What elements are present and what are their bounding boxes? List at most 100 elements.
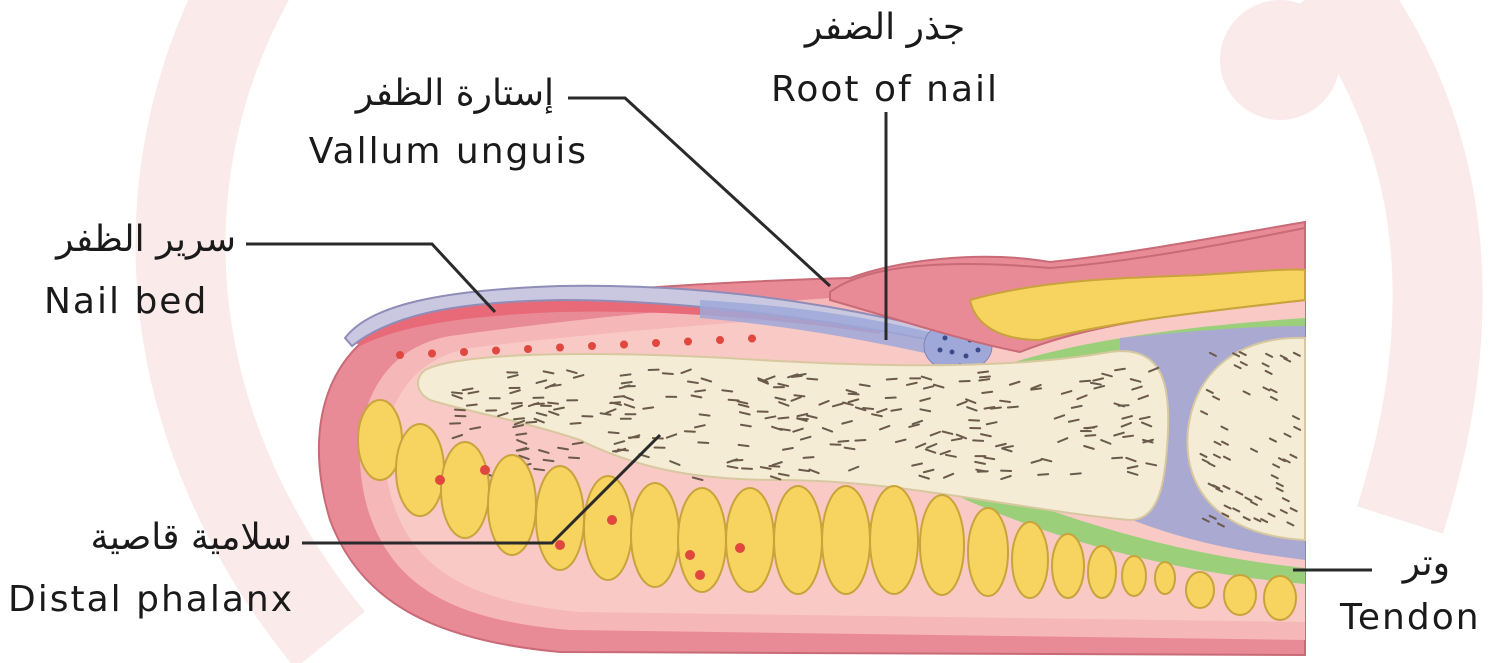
bone-speckle: [548, 403, 558, 404]
bone-speckle: [610, 402, 620, 403]
bone-speckle: [855, 440, 865, 441]
label-distal-phalanx-ar: سلامية قاصية: [4, 520, 292, 556]
bone-speckle: [732, 460, 742, 461]
fat-lobule: [920, 495, 964, 595]
fat-lobule: [1088, 546, 1116, 598]
vessel-dot: [555, 540, 565, 550]
label-nail-bed-en: Nail bed: [44, 284, 208, 320]
fat-lobule: [822, 486, 870, 594]
bone-speckle: [698, 442, 708, 443]
bone-speckle: [838, 441, 848, 442]
fat-lobule: [1155, 562, 1175, 594]
fat-lobule: [1012, 522, 1048, 598]
fat-lobule: [726, 488, 774, 592]
label-vallum-unguis-ar: إستارة الظفر: [300, 76, 554, 112]
bone-speckle: [614, 396, 624, 397]
bone-speckle: [514, 418, 524, 419]
bone-speckle: [609, 432, 619, 433]
label-tendon-en: Tendon: [1340, 600, 1481, 636]
fat-lobule: [584, 476, 632, 580]
label-vallum-unguis-en: Vallum unguis: [270, 134, 588, 170]
fat-lobule: [488, 455, 536, 555]
vessel-dot: [652, 339, 660, 347]
leader-line-vallum-unguis: [568, 98, 830, 286]
label-distal-phalanx-en: Distal phalanx: [8, 582, 294, 618]
bone-speckle: [455, 410, 465, 411]
bone-speckle: [643, 407, 653, 408]
fat-lobule: [1052, 534, 1084, 598]
fat-lobule: [1186, 572, 1214, 608]
bone-speckle: [551, 385, 561, 386]
bone-speckle: [516, 433, 526, 434]
bone-speckle: [1071, 473, 1081, 474]
bone-speckle: [534, 404, 544, 405]
bone-speckle: [526, 422, 536, 423]
bone-speckle: [722, 390, 732, 391]
vessel-dot: [396, 351, 404, 359]
bone-speckle: [569, 458, 579, 459]
label-root-of-nail-en: Root of nail: [740, 72, 1030, 108]
vessel-dot: [435, 475, 445, 485]
bone-speckle: [980, 377, 990, 378]
bone-speckle: [982, 392, 992, 393]
bone-speckle: [700, 414, 710, 415]
bone-speckle: [467, 404, 477, 405]
vessel-dot: [685, 550, 695, 560]
bone-speckle: [1123, 436, 1133, 437]
bone-speckle: [804, 457, 814, 458]
vessel-dot: [480, 465, 490, 475]
bone-speckle: [799, 470, 809, 471]
vessel-dot: [716, 336, 724, 344]
bone-speckle: [1000, 401, 1010, 402]
bone-speckle: [769, 466, 779, 467]
bone-speckle: [685, 431, 695, 432]
fat-lobule: [1264, 576, 1296, 620]
vessel-dot: [524, 345, 532, 353]
vessel-dot: [492, 347, 500, 355]
vessel-dot: [620, 341, 628, 349]
bone-speckle: [621, 374, 631, 375]
bone-speckle: [729, 400, 739, 401]
fat-lobule: [774, 486, 822, 594]
bone-speckle: [544, 460, 554, 461]
bone-speckle: [663, 373, 673, 374]
bone-speckle: [978, 371, 988, 372]
bone-speckle: [780, 429, 790, 430]
fat-lobule: [396, 424, 444, 516]
bone-speckle: [1008, 407, 1018, 408]
bone-speckle: [863, 408, 873, 409]
label-nail-bed-ar: سرير الظفر: [4, 222, 236, 258]
bone-speckle: [849, 394, 859, 395]
bone-speckle: [778, 418, 788, 419]
bone-speckle: [534, 469, 544, 470]
bone-speckle: [1080, 381, 1090, 382]
fat-lobule: [631, 483, 679, 587]
bone-speckle: [695, 390, 705, 391]
bone-speckle: [1038, 474, 1048, 475]
vessel-dot: [607, 515, 617, 525]
fat-lobule: [441, 442, 489, 538]
vessel-dot: [695, 570, 705, 580]
vessel-dot: [588, 342, 596, 350]
bone-speckle: [887, 379, 897, 380]
fat-lobule: [968, 508, 1008, 596]
bone-speckle: [807, 379, 817, 380]
fat-lobule: [1224, 575, 1256, 615]
vessel-dot: [460, 348, 468, 356]
vessel-dot: [735, 543, 745, 553]
bone-speckle: [622, 382, 632, 383]
bone-speckle: [452, 392, 462, 393]
vessel-dot: [748, 335, 756, 343]
label-tendon-ar: وتر: [1380, 546, 1450, 582]
bone-speckle: [742, 468, 752, 469]
label-root-of-nail-ar: جذر الضفر: [760, 10, 1010, 46]
bone-speckle: [618, 449, 628, 450]
bone-speckle: [1112, 458, 1122, 459]
bone-speckle: [1085, 435, 1095, 436]
fat-lobule: [1122, 556, 1146, 596]
bone-speckle: [571, 423, 581, 424]
vessel-dot: [428, 350, 436, 358]
fat-lobule: [870, 486, 918, 594]
bone-speckle: [739, 445, 749, 446]
vessel-dot: [556, 344, 564, 352]
